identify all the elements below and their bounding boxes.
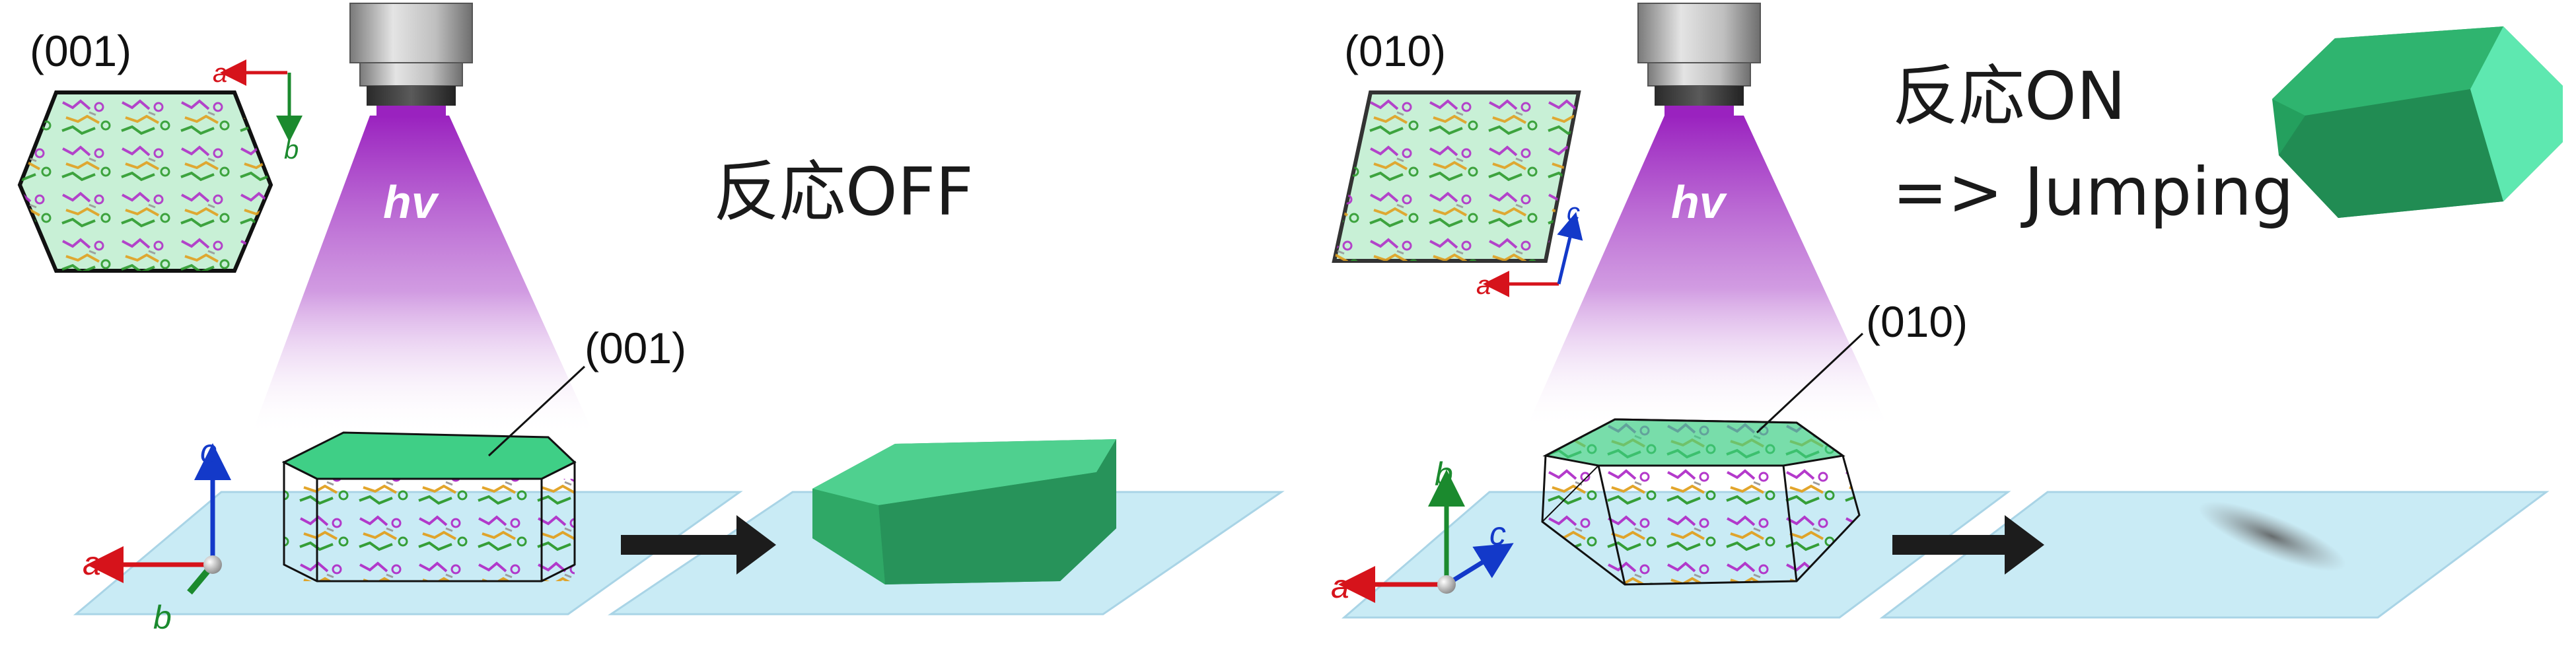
crystal-transparent	[1541, 418, 1861, 586]
axis-b-label: b	[1435, 456, 1453, 493]
axis-a-label: a	[1331, 568, 1349, 605]
axis-c-label: c	[200, 433, 217, 470]
process-arrow	[1892, 515, 2044, 575]
axis-b-label: b	[153, 599, 172, 636]
glass-plate-4	[1879, 491, 2550, 619]
inset-axis-a-label: a	[213, 59, 227, 88]
face-label: (001)	[585, 324, 686, 372]
panel-right: hv (010) a c 反応ON => Jumping	[1331, 3, 2563, 619]
uv-lamp	[1637, 3, 1761, 118]
inset-axis-a-label: a	[1476, 271, 1491, 300]
reaction-status-text: 反応ON	[1892, 57, 2126, 135]
crystal-jumping	[2272, 26, 2563, 218]
inset-label: (010)	[1344, 26, 1446, 75]
uv-light-beam	[251, 116, 594, 436]
hv-label: hv	[1671, 176, 1728, 228]
main-axes: c a b	[83, 433, 231, 636]
face-label: (010)	[1866, 297, 1968, 346]
crystal-transparent	[281, 431, 577, 582]
reaction-result-text: => Jumping	[1892, 153, 2294, 230]
crystal-top-face	[281, 431, 577, 480]
reaction-status-text: 反応OFF	[713, 153, 974, 230]
inset-axes: a b	[213, 59, 303, 164]
uv-light-beam	[1526, 116, 1889, 429]
process-arrow	[621, 515, 776, 575]
hv-label: hv	[383, 176, 440, 228]
inset-axis-b-label: b	[284, 135, 299, 164]
inset-molecular-packing	[17, 90, 273, 273]
inset-axes: a c	[1476, 198, 1583, 300]
panel-left: hv (001) a b 反応OFF	[17, 3, 1285, 636]
inset-axis-c-label: c	[1567, 198, 1580, 227]
inset-molecular-packing	[1332, 90, 1581, 263]
axis-a-label: a	[83, 545, 101, 582]
face-label-leader	[487, 365, 586, 457]
inset-label: (001)	[30, 26, 131, 75]
main-axes: b a c	[1331, 456, 1514, 605]
crystal-after-off	[812, 439, 1116, 584]
axis-c-label: c	[1489, 515, 1506, 552]
face-label-leader	[1756, 332, 1864, 434]
uv-lamp	[349, 3, 473, 118]
crystal-shadow	[2198, 501, 2346, 571]
